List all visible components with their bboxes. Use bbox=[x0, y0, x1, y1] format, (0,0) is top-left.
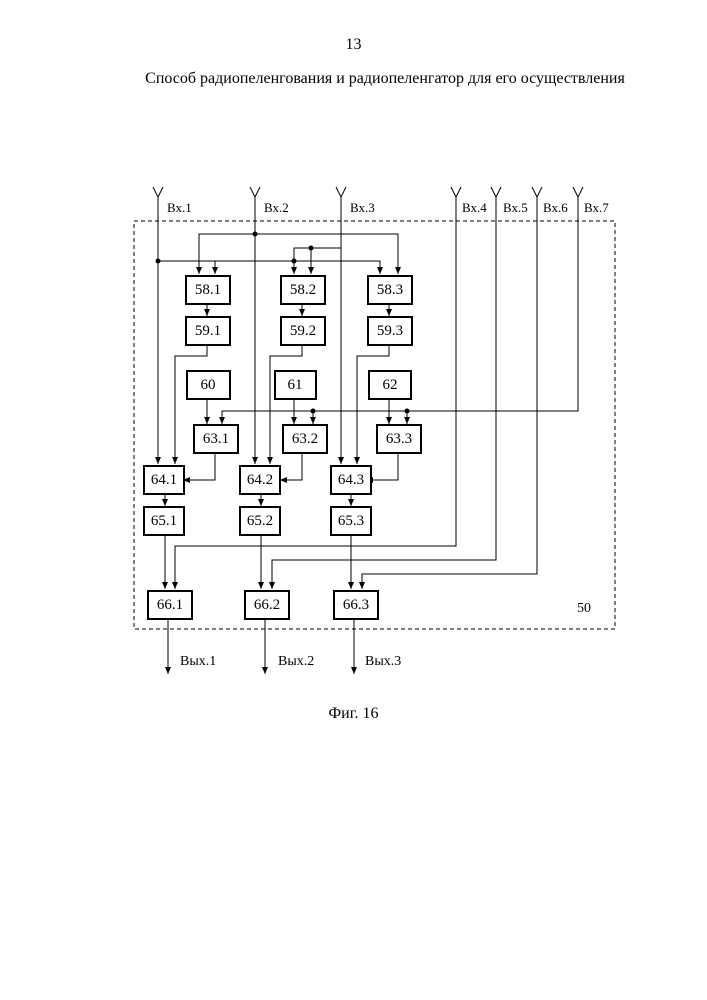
antenna-icon bbox=[451, 187, 461, 202]
block-62: 62 bbox=[369, 371, 411, 399]
block-59-1: 59.1 bbox=[186, 317, 230, 345]
input-label-5: Вх.5 bbox=[503, 200, 528, 215]
svg-text:62: 62 bbox=[383, 377, 398, 393]
svg-text:66.3: 66.3 bbox=[343, 597, 369, 613]
block-65-2: 65.2 bbox=[240, 507, 280, 535]
block-64-2: 64.2 bbox=[240, 466, 280, 494]
block-66-1: 66.1 bbox=[148, 591, 192, 619]
svg-text:59.3: 59.3 bbox=[377, 323, 403, 339]
input-label-7: Вх.7 bbox=[584, 200, 609, 215]
block-58-1: 58.1 bbox=[186, 276, 230, 304]
input-label-1: Вх.1 bbox=[167, 200, 192, 215]
block-64-1: 64.1 bbox=[144, 466, 184, 494]
svg-text:59.1: 59.1 bbox=[195, 323, 221, 339]
block-59-3: 59.3 bbox=[368, 317, 412, 345]
svg-text:64.1: 64.1 bbox=[151, 472, 177, 488]
block-61: 61 bbox=[275, 371, 316, 399]
svg-text:58.1: 58.1 bbox=[195, 282, 221, 298]
output-label-2: Вых.2 bbox=[278, 654, 314, 669]
block-64-3: 64.3 bbox=[331, 466, 371, 494]
figure-caption: Фиг. 16 bbox=[0, 705, 707, 723]
antenna-icon bbox=[573, 187, 583, 202]
svg-text:63.2: 63.2 bbox=[292, 431, 318, 447]
svg-text:65.2: 65.2 bbox=[247, 513, 273, 529]
block-58-2: 58.2 bbox=[281, 276, 325, 304]
svg-text:58.3: 58.3 bbox=[377, 282, 403, 298]
svg-text:63.3: 63.3 bbox=[386, 431, 412, 447]
antenna-icon bbox=[491, 187, 501, 202]
antenna-icon bbox=[532, 187, 542, 202]
input-label-6: Вх.6 bbox=[543, 200, 568, 215]
block-63-1: 63.1 bbox=[194, 425, 238, 453]
input-label-3: Вх.3 bbox=[350, 200, 375, 215]
svg-text:64.3: 64.3 bbox=[338, 472, 364, 488]
svg-text:65.1: 65.1 bbox=[151, 513, 177, 529]
input-label-2: Вх.2 bbox=[264, 200, 289, 215]
block-63-3: 63.3 bbox=[377, 425, 421, 453]
svg-text:65.3: 65.3 bbox=[338, 513, 364, 529]
input-label-4: Вх.4 bbox=[462, 200, 487, 215]
svg-text:59.2: 59.2 bbox=[290, 323, 316, 339]
svg-text:64.2: 64.2 bbox=[247, 472, 273, 488]
block-66-3: 66.3 bbox=[334, 591, 378, 619]
antenna-icon bbox=[336, 187, 346, 202]
block-59-2: 59.2 bbox=[281, 317, 325, 345]
block-65-3: 65.3 bbox=[331, 507, 371, 535]
antenna-icon bbox=[250, 187, 260, 202]
svg-text:66.2: 66.2 bbox=[254, 597, 280, 613]
svg-text:63.1: 63.1 bbox=[203, 431, 229, 447]
block-60: 60 bbox=[187, 371, 230, 399]
output-label-3: Вых.3 bbox=[365, 654, 401, 669]
svg-text:58.2: 58.2 bbox=[290, 282, 316, 298]
svg-text:60: 60 bbox=[201, 377, 216, 393]
antenna-icon bbox=[153, 187, 163, 202]
unit-label: 50 bbox=[577, 601, 591, 616]
block-58-3: 58.3 bbox=[368, 276, 412, 304]
block-63-2: 63.2 bbox=[283, 425, 327, 453]
block-66-2: 66.2 bbox=[245, 591, 289, 619]
svg-text:66.1: 66.1 bbox=[157, 597, 183, 613]
block-65-1: 65.1 bbox=[144, 507, 184, 535]
svg-text:61: 61 bbox=[288, 377, 303, 393]
output-label-1: Вых.1 bbox=[180, 654, 216, 669]
